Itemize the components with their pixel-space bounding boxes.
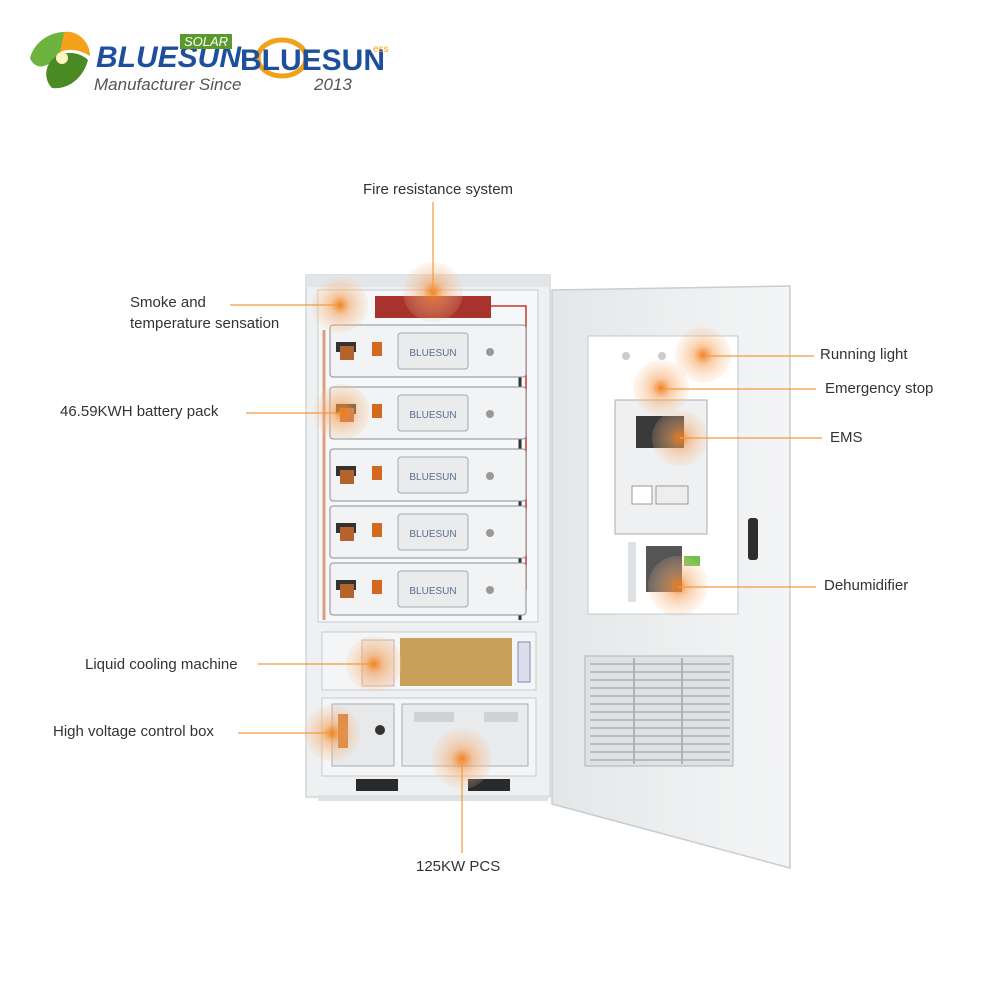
battery-module: BLUESUN <box>329 324 527 378</box>
label-pcs: 125KW PCS <box>416 858 501 875</box>
marker-dehumidifier <box>648 556 708 616</box>
battery-module: BLUESUN <box>329 562 527 616</box>
label-battery-pack: 46.59KWH battery pack <box>60 403 219 420</box>
label-smoke-temp-line1: Smoke and <box>130 294 206 311</box>
battery-module: BLUESUN <box>329 448 527 502</box>
label-emergency-stop: Emergency stop <box>825 380 934 397</box>
label-ems: EMS <box>830 429 863 446</box>
marker-emergency-stop <box>633 360 689 416</box>
leaf-sun-icon <box>30 31 90 89</box>
logo1-badge: SOLAR <box>184 34 228 49</box>
logo2-superscript: ess <box>373 44 389 55</box>
module-logo: BLUESUN <box>409 348 456 359</box>
label-dehumidifier: Dehumidifier <box>824 577 909 594</box>
marker-battery <box>314 384 370 440</box>
label-hv-control: High voltage control box <box>53 723 214 740</box>
running-light-lamp <box>622 352 630 360</box>
label-running-light: Running light <box>820 346 908 363</box>
bluesun-solar-logo: BLUESUN SOLAR Manufacturer Since <box>30 31 242 94</box>
liquid-cooling-panel <box>400 638 512 686</box>
battery-module: BLUESUN <box>329 505 527 559</box>
label-liquid-cooling: Liquid cooling machine <box>85 656 238 673</box>
module-logo: BLUESUN <box>409 586 456 597</box>
module-logo: BLUESUN <box>409 472 456 483</box>
module-logo: BLUESUN <box>409 410 456 421</box>
bluesun-ess-logo: BLUESUN ess 2013 <box>240 37 389 94</box>
label-fire-resistance: Fire resistance system <box>363 181 514 198</box>
door-handle <box>748 518 758 560</box>
logo1-tagline: Manufacturer Since <box>94 75 241 94</box>
marker-running-light <box>675 327 731 383</box>
module-logo: BLUESUN <box>409 529 456 540</box>
sun-swoosh-icon <box>255 37 309 79</box>
logo2-brand: BLUESUN <box>240 44 385 77</box>
callout-lines <box>230 202 822 853</box>
cabinet: BLUESUN BLUESUN BLUESUN BL <box>305 274 551 801</box>
logo2-tagline: 2013 <box>313 75 352 94</box>
label-smoke-temp-line2: temperature sensation <box>130 315 280 332</box>
